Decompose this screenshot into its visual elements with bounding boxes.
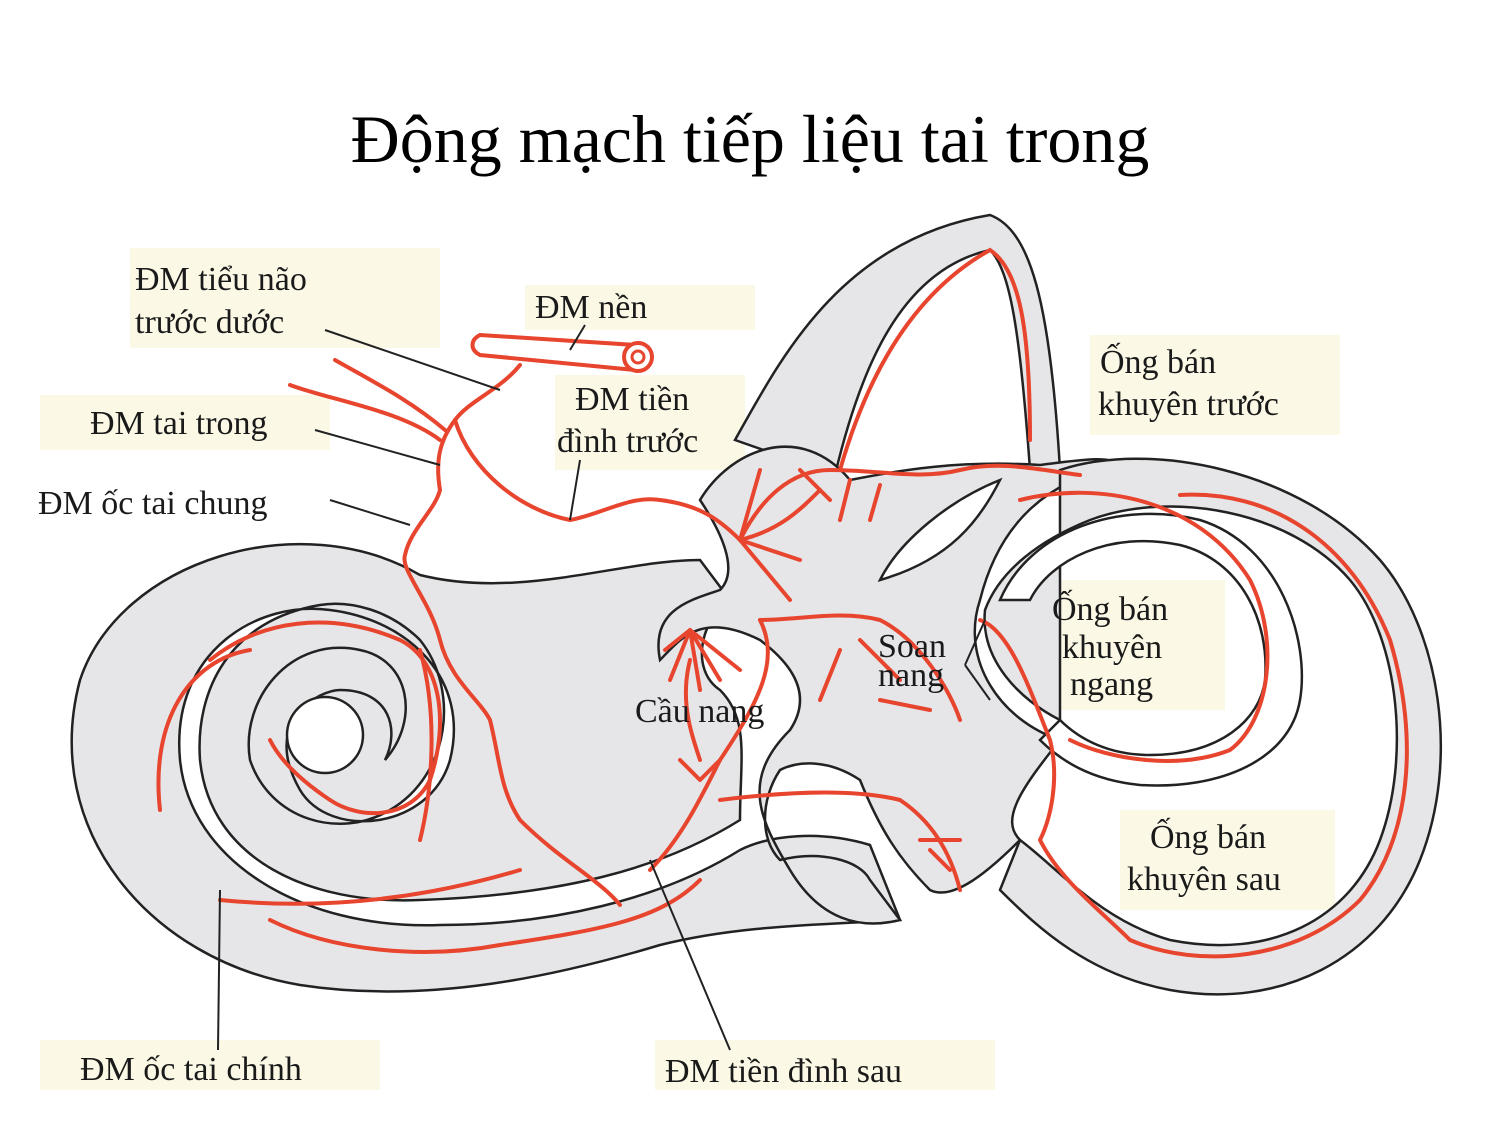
label-dm-tieu-nao-line2: trước dước bbox=[135, 304, 284, 341]
label-dm-tien-dinh-truoc-line2: đình trước bbox=[557, 423, 698, 460]
labels: ĐM tiểu não trước dước ĐM nền ĐM tai tro… bbox=[38, 261, 1281, 1090]
basilar-artery bbox=[470, 332, 654, 373]
label-backgrounds bbox=[40, 248, 1340, 1090]
label-ong-ban-khuyen-sau-line2: khuyên sau bbox=[1127, 861, 1281, 898]
label-soan-nang-line2: nang bbox=[878, 657, 944, 694]
label-ong-ban-khuyen-ngang-line2: khuyên bbox=[1062, 629, 1162, 666]
label-ong-ban-khuyen-sau-line1: Ống bán bbox=[1150, 817, 1266, 856]
label-ong-ban-khuyen-truoc-line2: khuyên trước bbox=[1098, 386, 1279, 423]
slide-title: Động mạch tiếp liệu tai trong bbox=[350, 101, 1150, 177]
label-soan-nang-line1: Soan bbox=[878, 628, 946, 665]
leader-lines bbox=[217, 324, 991, 1051]
label-dm-nen: ĐM nền bbox=[535, 289, 647, 326]
label-dm-tieu-nao-line1: ĐM tiểu não bbox=[135, 261, 307, 298]
label-dm-oc-tai-chinh: ĐM ốc tai chính bbox=[80, 1051, 302, 1088]
vestibule bbox=[657, 213, 1443, 996]
label-dm-tien-dinh-truoc-line1: ĐM tiền bbox=[575, 381, 689, 418]
arteries bbox=[156, 247, 1409, 959]
label-ong-ban-khuyen-ngang-line3: ngang bbox=[1070, 666, 1153, 703]
label-dm-tien-dinh-sau: ĐM tiền đình sau bbox=[665, 1053, 902, 1090]
label-ong-ban-khuyen-truoc-line1: Ống bán bbox=[1100, 342, 1216, 381]
label-ong-ban-khuyen-ngang-line1: Ống bán bbox=[1052, 589, 1168, 628]
label-dm-oc-tai-chung: ĐM ốc tai chung bbox=[38, 485, 267, 522]
label-dm-tai-trong: ĐM tai trong bbox=[90, 405, 268, 442]
label-cau-nang: Cầu nang bbox=[635, 693, 764, 730]
